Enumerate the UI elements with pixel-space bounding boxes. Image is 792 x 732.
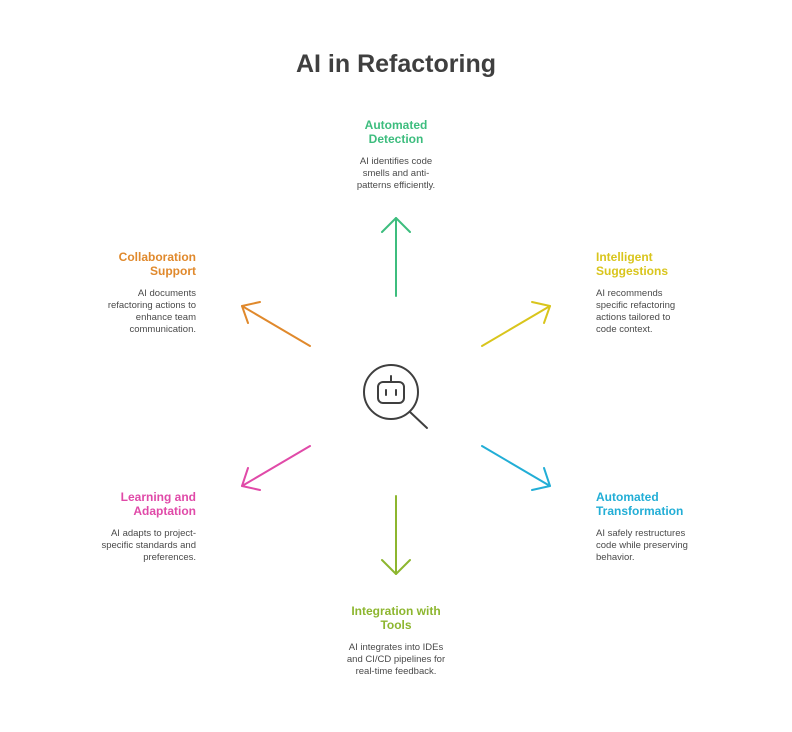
node-collaboration-support: Collaboration Support AI documents refac… [26,250,196,336]
node-title: Integration with Tools [351,604,441,632]
node-automated-detection: Automated Detection AI identifies code s… [296,118,496,192]
node-integration-with-tools: Integration with Tools AI integrates int… [296,604,496,678]
arrow-integration-with-tools [381,495,411,575]
diagram-title: AI in Refactoring [295,50,496,78]
node-learning-and-adaptation: Learning and Adaptation AI adapts to pro… [26,490,196,564]
node-description: AI documents refactoring actions to enha… [107,288,196,335]
node-intelligent-suggestions: Intelligent Suggestions AI recommends sp… [596,250,766,336]
arrow-collaboration-support [241,301,311,347]
arrow-automated-detection [381,217,411,297]
arrow-automated-transformation [481,445,551,491]
node-title: Intelligent Suggestions [596,250,669,278]
node-title: Automated Transformation [596,490,684,518]
arrow-learning-and-adaptation [241,445,311,491]
node-title: Learning and Adaptation [120,490,196,518]
node-title: Automated Detection [364,118,428,146]
arrow-intelligent-suggestions [481,301,551,347]
robot-magnifier-icon [363,364,428,429]
node-description: AI integrates into IDEs and CI/CD pipeli… [346,642,446,677]
node-automated-transformation: Automated Transformation AI safely restr… [596,490,766,564]
node-description: AI adapts to project- specific standards… [101,528,196,563]
node-description: AI recommends specific refactoring actio… [596,288,676,335]
node-title: Collaboration Support [118,250,196,278]
node-description: AI safely restructures code while preser… [596,528,688,563]
node-description: AI identifies code smells and anti- patt… [356,156,436,191]
